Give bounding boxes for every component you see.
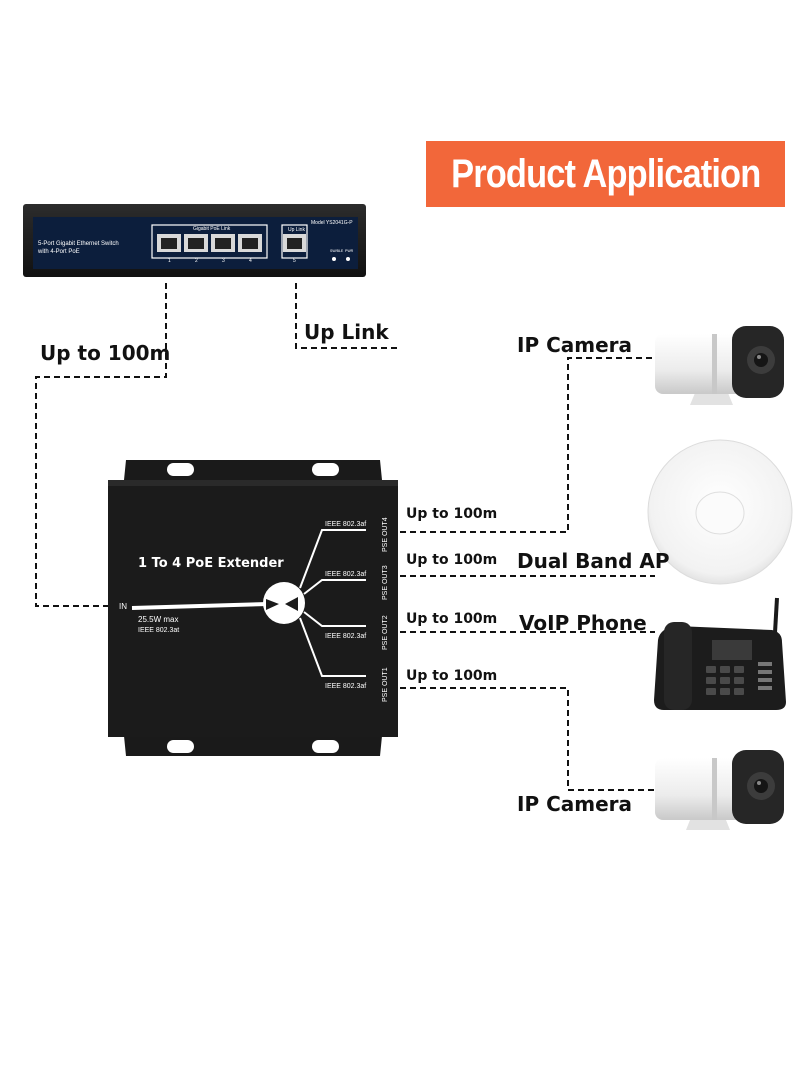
switch-port-3 <box>211 234 235 252</box>
switch-desc-line1: 5-Port Gigabit Ethernet Switch <box>38 241 119 247</box>
out4-standard: IEEE 802.3af <box>325 521 366 528</box>
out3-standard: IEEE 802.3af <box>325 571 366 578</box>
splitter-hub <box>263 582 305 624</box>
switch-led-label: PWR <box>345 249 354 253</box>
led-icon <box>346 257 350 261</box>
extender-in-standard: IEEE 802.3at <box>138 627 179 634</box>
mount-slot <box>312 463 339 476</box>
switch-port-number: 5 <box>293 258 296 264</box>
mount-slot <box>312 740 339 753</box>
switch-port-number: 2 <box>195 258 198 264</box>
ip-camera-bottom-label: IP Camera <box>517 792 632 816</box>
cables <box>35 283 655 791</box>
port-label-out3: PSE OUT3 <box>382 565 389 600</box>
poe-switch: 5-Port Gigabit Ethernet Switch with 4-Po… <box>23 204 366 277</box>
out4-distance-label: Up to 100m <box>406 506 498 522</box>
extender-power: 25.5W max <box>138 615 178 624</box>
ip-camera-top-icon <box>655 326 784 405</box>
mount-slot <box>167 463 194 476</box>
port-label-out4: PSE OUT4 <box>382 517 389 552</box>
cable-switch-to-extender <box>35 283 167 607</box>
cable-uplink <box>295 283 400 349</box>
ip-camera-top-label: IP Camera <box>517 333 632 357</box>
voip-phone-icon <box>654 597 786 710</box>
switch-port-2 <box>184 234 208 252</box>
mount-slot <box>167 740 194 753</box>
dual-band-ap-label: Dual Band AP <box>517 549 670 573</box>
cable-out4-camera <box>400 357 655 533</box>
switch-poe-group-label: Gigabit PoE Link <box>193 226 231 232</box>
switch-port-number: 4 <box>249 258 252 264</box>
out1-distance-label: Up to 100m <box>406 668 498 684</box>
switch-model: Model YS2041G-P <box>311 220 353 226</box>
poe-extender: 1 To 4 PoE Extender IN 25.5W max IEEE 80… <box>108 460 398 756</box>
product-application-banner: Product Application <box>426 141 785 207</box>
switch-port-4 <box>238 234 262 252</box>
access-point-icon <box>647 439 793 585</box>
port-label-out1: PSE OUT1 <box>382 667 389 702</box>
ip-camera-bottom-icon <box>655 750 784 830</box>
banner-title: Product Application <box>450 151 761 196</box>
switch-desc-line2: with 4-Port PoE <box>37 249 80 255</box>
switch-port-5 <box>283 234 306 252</box>
uplink-label: Up Link <box>304 320 389 344</box>
switch-uplink-group-label: Up Link <box>288 227 305 233</box>
extender-title: 1 To 4 PoE Extender <box>138 556 284 571</box>
out1-standard: IEEE 802.3af <box>325 683 366 690</box>
switch-port-1 <box>157 234 181 252</box>
led-icon <box>332 257 336 261</box>
voip-phone-label: VoIP Phone <box>519 611 647 635</box>
out2-standard: IEEE 802.3af <box>325 633 366 640</box>
out3-distance-label: Up to 100m <box>406 552 498 568</box>
switch-port-number: 1 <box>168 258 171 264</box>
out2-distance-label: Up to 100m <box>406 611 498 627</box>
switch-led-label: SW/BLE <box>330 249 344 253</box>
extender-in-label: IN <box>119 602 127 611</box>
cable-out1-camera <box>400 687 655 791</box>
switch-distance-label: Up to 100m <box>40 341 171 365</box>
port-label-out2: PSE OUT2 <box>382 615 389 650</box>
switch-port-number: 3 <box>222 258 225 264</box>
